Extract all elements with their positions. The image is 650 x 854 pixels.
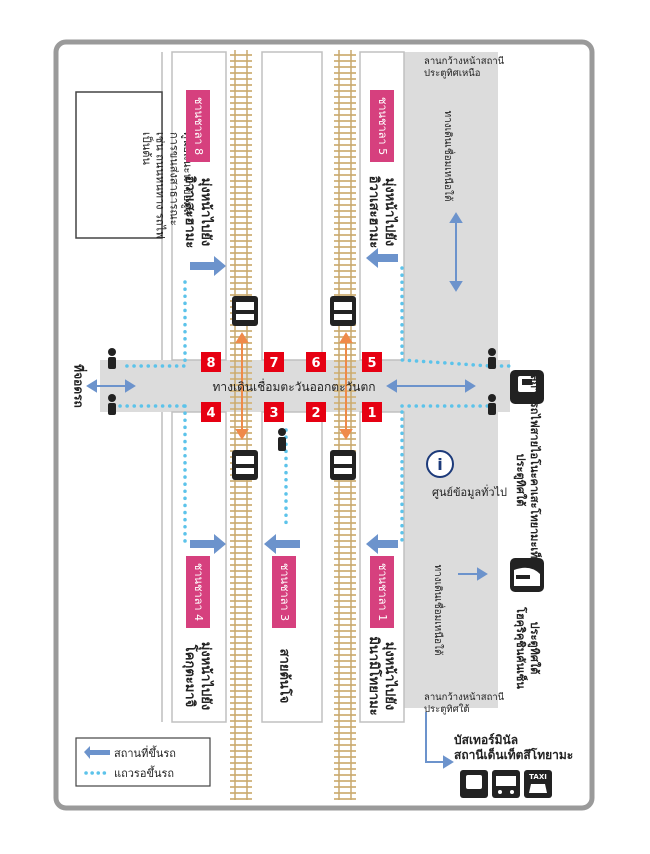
stop-8-label: 8	[206, 356, 215, 371]
south-plaza-label: ลานกว้างหน้าสถานีประตูทิศใต้	[424, 691, 505, 715]
transfer-arrows	[235, 332, 353, 440]
legend-box	[75, 737, 211, 787]
platform-8-destination: มุ่งหน้าไปยังอิวาเสะฮามะ	[182, 176, 215, 249]
stop-numbers: 8 7 6 5 4 3 2 1	[206, 356, 376, 421]
south-passage-label: ทางเดินเชื่อมเหนือใต้	[432, 565, 446, 656]
north-passage-label: ทางเดินเชื่อมเหนือใต้	[442, 111, 456, 202]
person-icon	[278, 428, 286, 451]
platform-3-tag: ชานชาลา 3	[272, 556, 296, 628]
boarding-arrows	[190, 248, 398, 554]
stop-6-label: 6	[311, 356, 320, 371]
taxi-icon: TAXI	[524, 770, 552, 798]
legend-arrow-label: สถานที่ขึ้นรถ	[114, 745, 176, 760]
bus-terminal-label: บัสเทอร์มินัลสถานีเด็นเท็ตสึโทยามะ	[454, 733, 573, 762]
stop-5-label: 5	[367, 356, 376, 371]
svg-text:ชานชาลา 3: ชานชาลา 3	[278, 563, 291, 621]
shinkansen-icon	[510, 558, 544, 592]
legend-arrow-swatch	[84, 746, 110, 759]
platform-8-tag: ชานชาลา 8	[186, 90, 210, 162]
platform-1-tag: ชานชาลา 1	[370, 556, 394, 628]
stop-7	[264, 352, 284, 372]
platform-4-tag: ชานชาลา 4	[186, 556, 210, 628]
tram-icon	[330, 296, 356, 326]
person-icon	[108, 348, 116, 369]
stop-1	[362, 402, 382, 422]
stop-3-label: 3	[269, 406, 278, 421]
stop-3	[264, 402, 284, 422]
person-icon	[488, 394, 496, 415]
stop-8	[201, 352, 221, 372]
tram-icon	[232, 450, 258, 480]
person-icon	[108, 394, 116, 415]
tram-icon	[330, 450, 356, 480]
passage-arrows	[86, 212, 488, 769]
stop-markers	[201, 352, 382, 422]
tram-icon	[232, 296, 258, 326]
platform-8	[171, 51, 227, 361]
platform-4-destination: มุ่งหน้าไปยังโคกุตะมาจิ	[182, 642, 215, 710]
svg-text:ชานชาลา 4: ชานชาลา 4	[192, 563, 205, 621]
svg-text:ชานชาลา 8: ชานชาลา 8	[192, 97, 205, 155]
info-center-label: ศูนย์ข้อมูลทั่วไป	[432, 484, 507, 499]
stop-2-label: 2	[311, 406, 320, 421]
taxi-label: TAXI	[529, 773, 547, 781]
platform-6-7	[261, 51, 323, 361]
person-icon	[488, 348, 496, 369]
platform-1-destination: มุ่งหน้าไปยังมินามิโทยามะ	[366, 636, 399, 715]
tram-station-label: สถานีรถไฟสายไอโนะคาเสะโทยามะเท็ตสึโดประต…	[513, 375, 542, 586]
stop-5	[362, 352, 382, 372]
info-icon	[426, 450, 454, 478]
stop-7-label: 7	[269, 356, 278, 371]
stop-6	[306, 352, 326, 372]
bus-icon	[492, 770, 520, 798]
parking-label: ที่จอดรถ	[72, 364, 88, 408]
queue-lines	[118, 266, 512, 548]
stop-4	[201, 402, 221, 422]
platform-5-tag: ชานชาลา 5	[370, 90, 394, 162]
platform-5-destination: มุ่งหน้าไปยังอิวาเสะฮามะ	[366, 176, 399, 249]
svg-text:ชานชาลา 1: ชานชาลา 1	[376, 563, 389, 621]
platform-3-destination: สายต้นโจ	[277, 649, 294, 704]
tram-station-icon	[510, 370, 544, 404]
svg-text:ชานชาลา 5: ชานชาลา 5	[376, 97, 389, 155]
shinkansen-label: ประตูทิศใต้โฮคุริคุชินคันเซ็น	[513, 606, 542, 689]
info-icon-letter: i	[437, 455, 442, 474]
train-icon	[460, 770, 488, 798]
stop-2	[306, 402, 326, 422]
transport-info-box	[75, 91, 163, 239]
stop-4-label: 4	[206, 406, 215, 421]
corridor-label: ทางเดินเชื่อมตะวันออกตะวันตก	[212, 378, 375, 394]
legend-dots-label: แถวรอขึ้นรถ	[114, 765, 174, 780]
north-plaza-label: ลานกว้างหน้าสถานีประตูทิศเหนือ	[424, 55, 505, 79]
stop-1-label: 1	[367, 406, 376, 421]
